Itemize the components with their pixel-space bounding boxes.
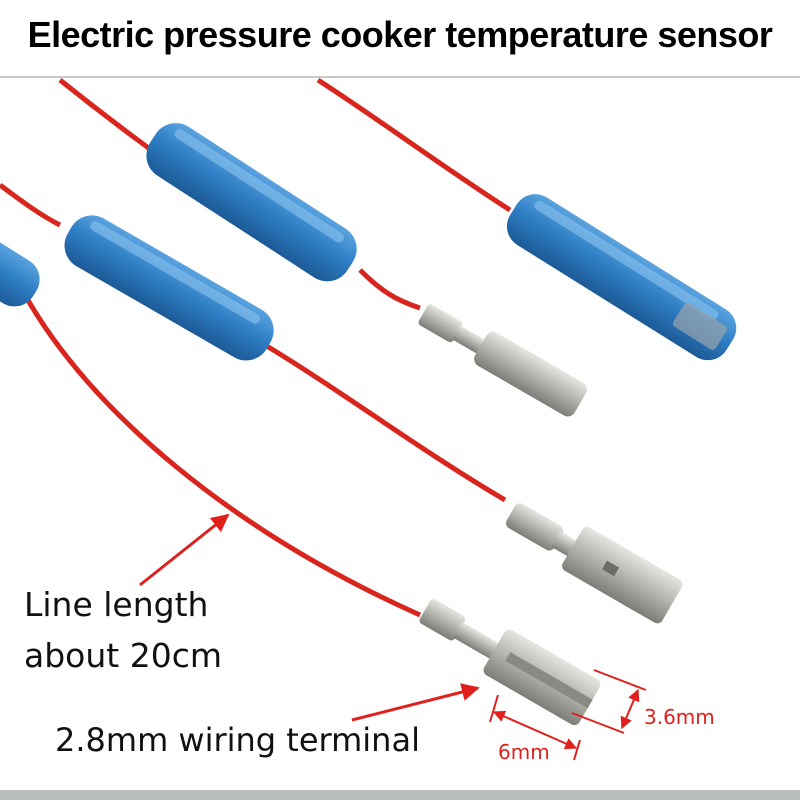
wiring-terminal: [418, 304, 587, 417]
terminal-arrow: [351, 683, 480, 722]
wiring-terminal: [419, 599, 601, 726]
wiring-terminal: [506, 503, 683, 624]
length-dimension-arrow: [492, 710, 578, 750]
terminal-label: 2.8mm wiring terminal: [55, 721, 420, 759]
header: Electric pressure cooker temperature sen…: [0, 0, 800, 78]
width-dimension-line: [593, 669, 647, 691]
wire: [358, 268, 421, 311]
width-dimension-arrow: [620, 688, 640, 730]
heat-shrink-sleeve: [506, 194, 737, 361]
line-length-label: Line length: [24, 585, 209, 624]
length-dimension-line: [489, 694, 499, 723]
line-length-value: about 20cm: [24, 636, 222, 675]
footer-bar: [0, 790, 800, 800]
heat-shrink-sleeve: [0, 227, 40, 307]
width-dimension-label: 3.6mm: [644, 705, 715, 729]
line-length-arrow: [139, 513, 230, 587]
wire: [263, 342, 507, 503]
length-dimension-label: 6mm: [498, 740, 550, 764]
wire: [22, 293, 422, 618]
page-title: Electric pressure cooker temperature sen…: [27, 14, 773, 55]
wire: [316, 78, 512, 213]
wire: [0, 182, 62, 228]
width-dimension-line: [571, 712, 625, 734]
product-photo: [0, 78, 737, 761]
heat-shrink-sleeve: [146, 123, 357, 282]
heat-shrink-sleeve: [64, 215, 274, 361]
length-dimension-line: [573, 739, 581, 761]
